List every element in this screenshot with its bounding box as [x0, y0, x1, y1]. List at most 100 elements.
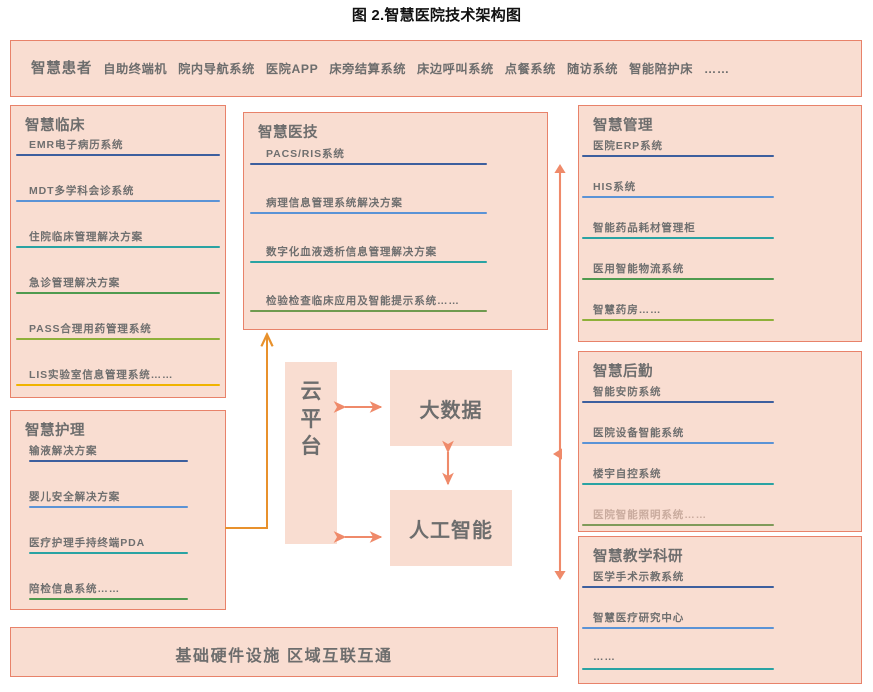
list-item-underline — [582, 196, 774, 198]
list-item-label: HIS系统 — [593, 181, 637, 193]
list-item[interactable]: HIS系统 — [579, 179, 861, 220]
list-item-label: 陪检信息系统…… — [29, 583, 121, 595]
list-item-underline — [16, 154, 220, 156]
panel-smart-nursing: 智慧护理 输液解决方案婴儿安全解决方案医疗护理手持终端PDA 陪检信息系统…… — [10, 410, 226, 610]
list-item-label: MDT多学科会诊系统 — [29, 185, 135, 197]
list-item-label: 急诊管理解决方案 — [29, 277, 121, 289]
list-item-label: 住院临床管理解决方案 — [29, 231, 143, 243]
list-item-underline — [16, 292, 220, 294]
list-item[interactable]: 楼宇自控系统 — [579, 466, 861, 507]
list-item-label: LIS实验室信息管理系统…… — [29, 369, 174, 381]
list-item[interactable]: MDT多学科会诊系统 — [11, 183, 225, 229]
list-item-label: 医院设备智能系统 — [593, 427, 685, 439]
list-item-underline — [250, 212, 487, 214]
list-item[interactable]: 医学手术示教系统 — [579, 569, 861, 610]
panel-smart-logistics: 智慧后勤 智能安防系统医院设备智能系统楼宇自控系统医院智能照明系统…… — [578, 351, 862, 532]
list-item-underline — [16, 384, 220, 386]
list-item[interactable]: 急诊管理解决方案 — [11, 275, 225, 321]
list-item[interactable]: PASS合理用药管理系统 — [11, 321, 225, 367]
list-item[interactable]: 智能药品耗材管理柜 — [579, 220, 861, 261]
panel-title-medtech: 智慧医技 — [258, 125, 318, 141]
list-item[interactable]: 病理信息管理系统解决方案 — [244, 195, 547, 244]
patient-layer-item: 医院APP — [265, 62, 319, 76]
list-item-underline — [582, 237, 774, 239]
core-block-ai: 人工智能 — [390, 490, 512, 566]
core-label-ai: 人工智能 — [409, 519, 493, 542]
list-item[interactable]: …… — [579, 651, 861, 692]
list-item[interactable]: 陪检信息系统…… — [11, 581, 225, 627]
patient-layer-item: 智能陪护床 — [629, 62, 694, 76]
list-item-underline — [582, 627, 774, 629]
panel-smart-research: 智慧教学科研 医学手术示教系统智慧医疗研究中心…… — [578, 536, 862, 684]
patient-layer-lead: 智慧患者 — [31, 61, 93, 77]
list-item-underline — [250, 310, 487, 312]
list-item-label: 病理信息管理系统解决方案 — [266, 197, 403, 209]
right-spine-arrow-top — [554, 164, 566, 173]
list-item-underline — [582, 319, 774, 321]
list-item[interactable]: 医院ERP系统 — [579, 138, 861, 179]
list-item-underline — [29, 552, 188, 554]
list-item[interactable]: 输液解决方案 — [11, 443, 225, 489]
list-item-label: 医学手术示教系统 — [593, 571, 685, 583]
list-item[interactable]: PACS/RIS系统 — [244, 146, 547, 195]
list-item-label: 楼宇自控系统 — [593, 468, 662, 480]
list-item-label: 数字化血液透析信息管理解决方案 — [266, 246, 437, 258]
right-spine-arrow-bottom — [554, 571, 566, 580]
list-item[interactable]: 数字化血液透析信息管理解决方案 — [244, 244, 547, 293]
list-item-label: 输液解决方案 — [29, 445, 98, 457]
list-item-label: 婴儿安全解决方案 — [29, 491, 121, 503]
list-item[interactable]: 医疗护理手持终端PDA — [11, 535, 225, 581]
list-item-label: 智慧医疗研究中心 — [593, 612, 685, 624]
list-item-label: 智能药品耗材管理柜 — [593, 222, 696, 234]
core-label-big-data: 大数据 — [419, 399, 483, 422]
panel-title-logistics: 智慧后勤 — [593, 364, 653, 380]
list-item-label: 医院智能照明系统…… — [593, 509, 707, 521]
list-item-underline — [29, 460, 188, 462]
list-item-underline — [582, 524, 774, 526]
list-item-underline — [582, 278, 774, 280]
list-item-underline — [16, 338, 220, 340]
panel-smart-management: 智慧管理 医院ERP系统 HIS系统智能药品耗材管理柜医用智能物流系统智慧药房…… — [578, 105, 862, 342]
list-item[interactable]: 住院临床管理解决方案 — [11, 229, 225, 275]
list-item-label: PACS/RIS系统 — [266, 148, 345, 160]
panel-smart-medtech: 智慧医技 PACS/RIS系统病理信息管理系统解决方案数字化血液透析信息管理解决… — [243, 112, 548, 330]
infrastructure-label: 基础硬件设施 区域互联互通 — [175, 648, 393, 665]
list-item[interactable]: 智慧药房…… — [579, 302, 861, 343]
patient-layer-item: 床旁结算系统 — [329, 62, 407, 76]
list-item-underline — [582, 483, 774, 485]
list-item-underline — [582, 155, 774, 157]
patient-layer-item: 院内导航系统 — [178, 62, 255, 76]
list-item[interactable]: EMR电子病历系统 — [11, 137, 225, 183]
arrow-nursing-to-medtech — [225, 336, 267, 529]
list-item[interactable]: 医院设备智能系统 — [579, 425, 861, 466]
panel-title-research: 智慧教学科研 — [593, 549, 683, 565]
list-item-underline — [582, 442, 774, 444]
patient-layer-item: …… — [704, 62, 730, 76]
panel-title-nursing: 智慧护理 — [25, 423, 85, 439]
list-item-label: 智能安防系统 — [593, 386, 662, 398]
list-item-label: 医用智能物流系统 — [593, 263, 685, 275]
list-item-underline — [250, 261, 487, 263]
list-item[interactable]: 智能安防系统 — [579, 384, 861, 425]
list-item[interactable]: 医院智能照明系统…… — [579, 507, 861, 548]
core-block-cloud-platform: 云平台 — [285, 362, 337, 544]
panel-title-management: 智慧管理 — [593, 118, 653, 134]
patient-layer-item: 随访系统 — [566, 62, 619, 76]
list-item-underline — [582, 586, 774, 588]
list-item[interactable]: LIS实验室信息管理系统…… — [11, 367, 225, 413]
list-item-underline — [16, 200, 220, 202]
list-item[interactable]: 智慧医疗研究中心 — [579, 610, 861, 651]
core-block-big-data: 大数据 — [390, 370, 512, 446]
list-item-label: 检验检查临床应用及智能提示系统…… — [266, 295, 460, 307]
right-spine-arrow-middle — [553, 448, 562, 460]
list-item-label: 医疗护理手持终端PDA — [29, 537, 146, 549]
list-item[interactable]: 婴儿安全解决方案 — [11, 489, 225, 535]
list-item[interactable]: 检验检查临床应用及智能提示系统…… — [244, 293, 547, 342]
list-item[interactable]: 医用智能物流系统 — [579, 261, 861, 302]
infrastructure-banner: 基础硬件设施 区域互联互通 — [10, 627, 558, 677]
list-item-underline — [29, 506, 188, 508]
list-item-underline — [582, 401, 774, 403]
